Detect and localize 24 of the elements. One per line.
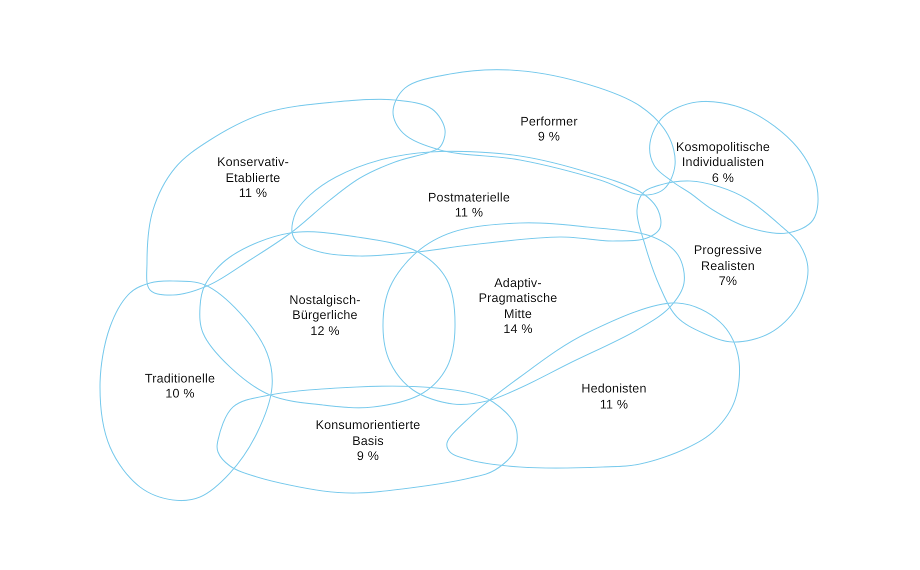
milieu-name: Nostalgisch-Bürgerliche — [289, 292, 361, 324]
milieu-outline — [99, 279, 274, 501]
milieu-name: Traditionelle — [144, 371, 216, 386]
milieu-name: Postmaterielle — [428, 190, 510, 206]
share-percentage: 10 % — [165, 386, 195, 402]
milieu-name: Kosmopolitische Individualisten — [676, 139, 770, 170]
milieu-name: Konservativ-Etablierte — [217, 154, 289, 186]
share-percentage: 11 % — [238, 186, 268, 202]
share-percentage: 6 % — [712, 170, 734, 186]
milieu-name: Adaptiv-Pragmatische Mitte — [478, 276, 558, 322]
milieu-outline — [290, 150, 662, 257]
milieu-name: Hedonisten — [581, 382, 647, 397]
share-percentage: 11 % — [454, 206, 484, 221]
milieu-name: Progressive Realisten — [694, 242, 762, 274]
share-percentage: 12 % — [310, 323, 340, 339]
share-percentage: 7% — [718, 274, 738, 290]
milieu-outline — [216, 385, 519, 494]
share-percentage: 11 % — [600, 397, 628, 412]
milieu-name: Performer — [520, 114, 578, 130]
share-percentage: 9 % — [538, 130, 560, 145]
share-percentage: 14 % — [503, 322, 533, 338]
share-percentage: 9 % — [356, 448, 380, 464]
milieu-name: Konsumorientierte Basis — [316, 418, 420, 449]
milieu-outline — [648, 100, 819, 235]
